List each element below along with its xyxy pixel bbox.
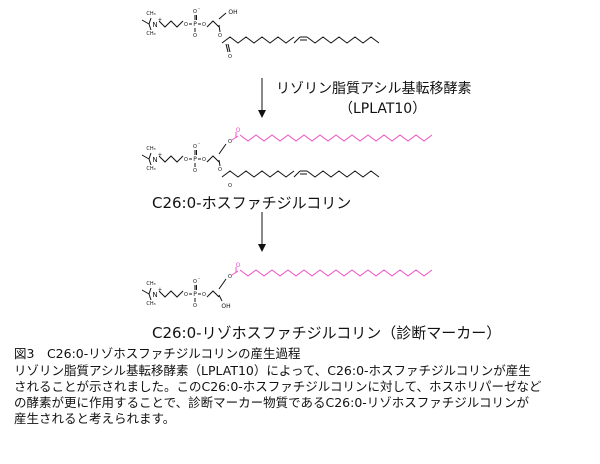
s1-oxygen-label: O (184, 22, 188, 28)
s1-methyl-bond (141, 19, 150, 25)
s3-charge-minus: ⁻ (198, 277, 201, 283)
s3-charge-plus: + (158, 287, 162, 293)
compound-label-pc: C26:0-ホスファチジルコリン (152, 194, 352, 212)
s2-glycerol-backbone (206, 155, 220, 163)
s3-hydroxyl-label: OH (221, 303, 230, 310)
s1-charge-plus: + (158, 17, 162, 23)
s2-charge-plus: + (158, 152, 162, 158)
s1-hydroxyl-bond (218, 12, 227, 20)
s1-oxygen-label: O (193, 33, 197, 39)
s1-carbonyl-bond (225, 43, 229, 53)
s2-acyl-chain (221, 170, 295, 178)
s1-ethyl-linker (158, 20, 184, 28)
s2-nitrogen-label: N (152, 156, 157, 164)
caption-line-3: の酵素が更に作用することで、診断マーカー物質であるC26:0-リゾホスファチジル… (14, 395, 530, 410)
caption-line-1: リゾリン脂質アシル基転移酵素（LPLAT10）によって、C26:0-ホスファチジ… (14, 363, 531, 378)
s3-oxygen-label: O (193, 279, 197, 285)
s3-methyl-label: CH₃ (146, 281, 155, 287)
s1-oxygen-label: O (218, 33, 222, 39)
s3-oxygen-label: O (184, 292, 188, 298)
caption-title: 図3 C26:0-リゾホスファチジルコリンの産生過程 (14, 346, 301, 361)
s1-acyl-chain (221, 36, 295, 44)
s1-methyl-label: CH₃ (146, 11, 155, 17)
s3-glycerol-backbone (206, 290, 220, 298)
enzyme-abbreviation: （LPLAT10） (339, 101, 427, 117)
s1-methyl-label: CH₃ (146, 31, 155, 37)
s2-c26-acyl-chain (239, 134, 433, 142)
compound-label-lysopc: C26:0-リゾホスファチジルコリン（診断マーカー） (152, 324, 502, 342)
s2-carbonyl-oxygen-label: O (228, 183, 232, 189)
s2-ethyl-linker (158, 155, 184, 163)
s2-phosphorus-label: P (193, 156, 197, 163)
s1-oxygen-label: O (202, 22, 206, 28)
s2-oxygen-label: O (184, 157, 188, 163)
s1-carbonyl-bond (227, 43, 231, 53)
s3-oxygen-label: O (228, 274, 232, 280)
s1-chain-bond (293, 36, 301, 44)
s2-c26-carbonyl-oxygen: O (236, 127, 241, 134)
s1-glycerol-backbone (206, 20, 220, 28)
s3-methyl-bond (141, 289, 150, 295)
s2-methyl-label: CH₃ (146, 166, 155, 172)
s3-nitrogen-label: N (152, 291, 157, 299)
s1-methyl-bond (148, 23, 152, 31)
s1-hydroxyl-label: OH (228, 9, 237, 16)
s2-oxygen-label: O (193, 144, 197, 150)
s2-oxygen-label: O (228, 139, 232, 145)
s3-methyl-label: CH₃ (146, 301, 155, 307)
s2-ester-bond (231, 135, 239, 141)
s3-ethyl-linker (158, 290, 184, 298)
s1-charge-minus: ⁻ (198, 7, 201, 13)
s1-acyl-chain (306, 36, 380, 44)
s3-c26-carbonyl-oxygen: O (236, 262, 241, 269)
s2-sn1-bond (218, 143, 227, 155)
s1-nitrogen-label: N (152, 21, 157, 29)
s3-hydroxyl-bond (218, 294, 223, 302)
s3-methyl-bond (148, 287, 152, 295)
caption-line-2: されることが示されました。このC26:0-ホスファチジルコリンに対して、ホスホリ… (14, 379, 542, 394)
s3-ester-bond (231, 270, 239, 276)
s3-c26-acyl-chain (239, 269, 433, 277)
s2-methyl-bond (148, 158, 152, 166)
s2-oxygen-label: O (218, 167, 222, 173)
s2-charge-minus: ⁻ (198, 142, 201, 148)
step1-arrow-head (258, 110, 266, 118)
s2-methyl-label: CH₃ (146, 146, 155, 152)
s1-carbonyl-oxygen-label: O (228, 54, 232, 60)
s3-oxygen-label: O (193, 303, 197, 309)
s2-methyl-bond (141, 154, 150, 160)
s1-phosphorus-label: P (193, 21, 197, 28)
s1-methyl-bond (148, 17, 152, 25)
s3-phosphorus-label: P (193, 291, 197, 298)
s2-methyl-bond (148, 152, 152, 160)
s1-ester-bond (218, 24, 221, 33)
caption-line-4: 産生されると考えられます。 (14, 411, 176, 426)
s1-oxygen-label: O (193, 9, 197, 15)
s2-acyl-chain (306, 170, 380, 178)
s3-oxygen-label: O (202, 292, 206, 298)
s3-sn1-bond (218, 278, 227, 290)
enzyme-name: リゾリン脂質アシル基転移酵素 (276, 81, 472, 97)
s2-chain-bond (293, 170, 301, 178)
s2-sn2-bond (218, 159, 221, 167)
step2-arrow-head (258, 244, 266, 252)
s3-methyl-bond (148, 293, 152, 301)
s2-oxygen-label: O (202, 157, 206, 163)
s2-oxygen-label: O (193, 168, 197, 174)
